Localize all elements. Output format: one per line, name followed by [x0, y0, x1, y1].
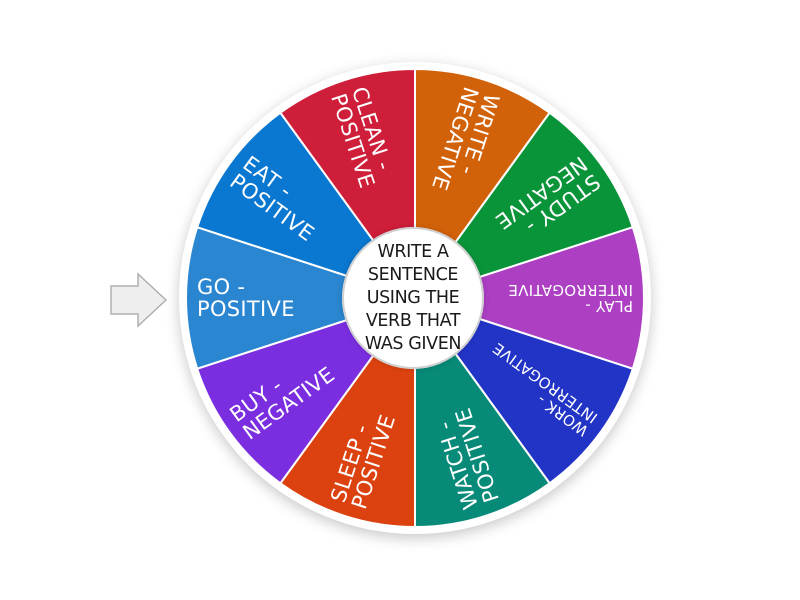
wheel-segment: [412, 111, 635, 300]
wheel-center-instruction[interactable]: WRITE A SENTENCE USING THE VERB THAT WAS…: [342, 227, 484, 369]
segment-label-go: GO -POSITIVE: [197, 275, 295, 321]
wheel-segment: [411, 225, 645, 371]
wheel-segment: [412, 296, 635, 485]
segment-label-play: PLAY -INTERROGATIVE: [508, 281, 633, 315]
wheel-segment: [185, 225, 419, 371]
instruction-text: WRITE A SENTENCE USING THE VERB THAT WAS…: [364, 241, 462, 354]
arrow-right-icon: [110, 272, 168, 328]
